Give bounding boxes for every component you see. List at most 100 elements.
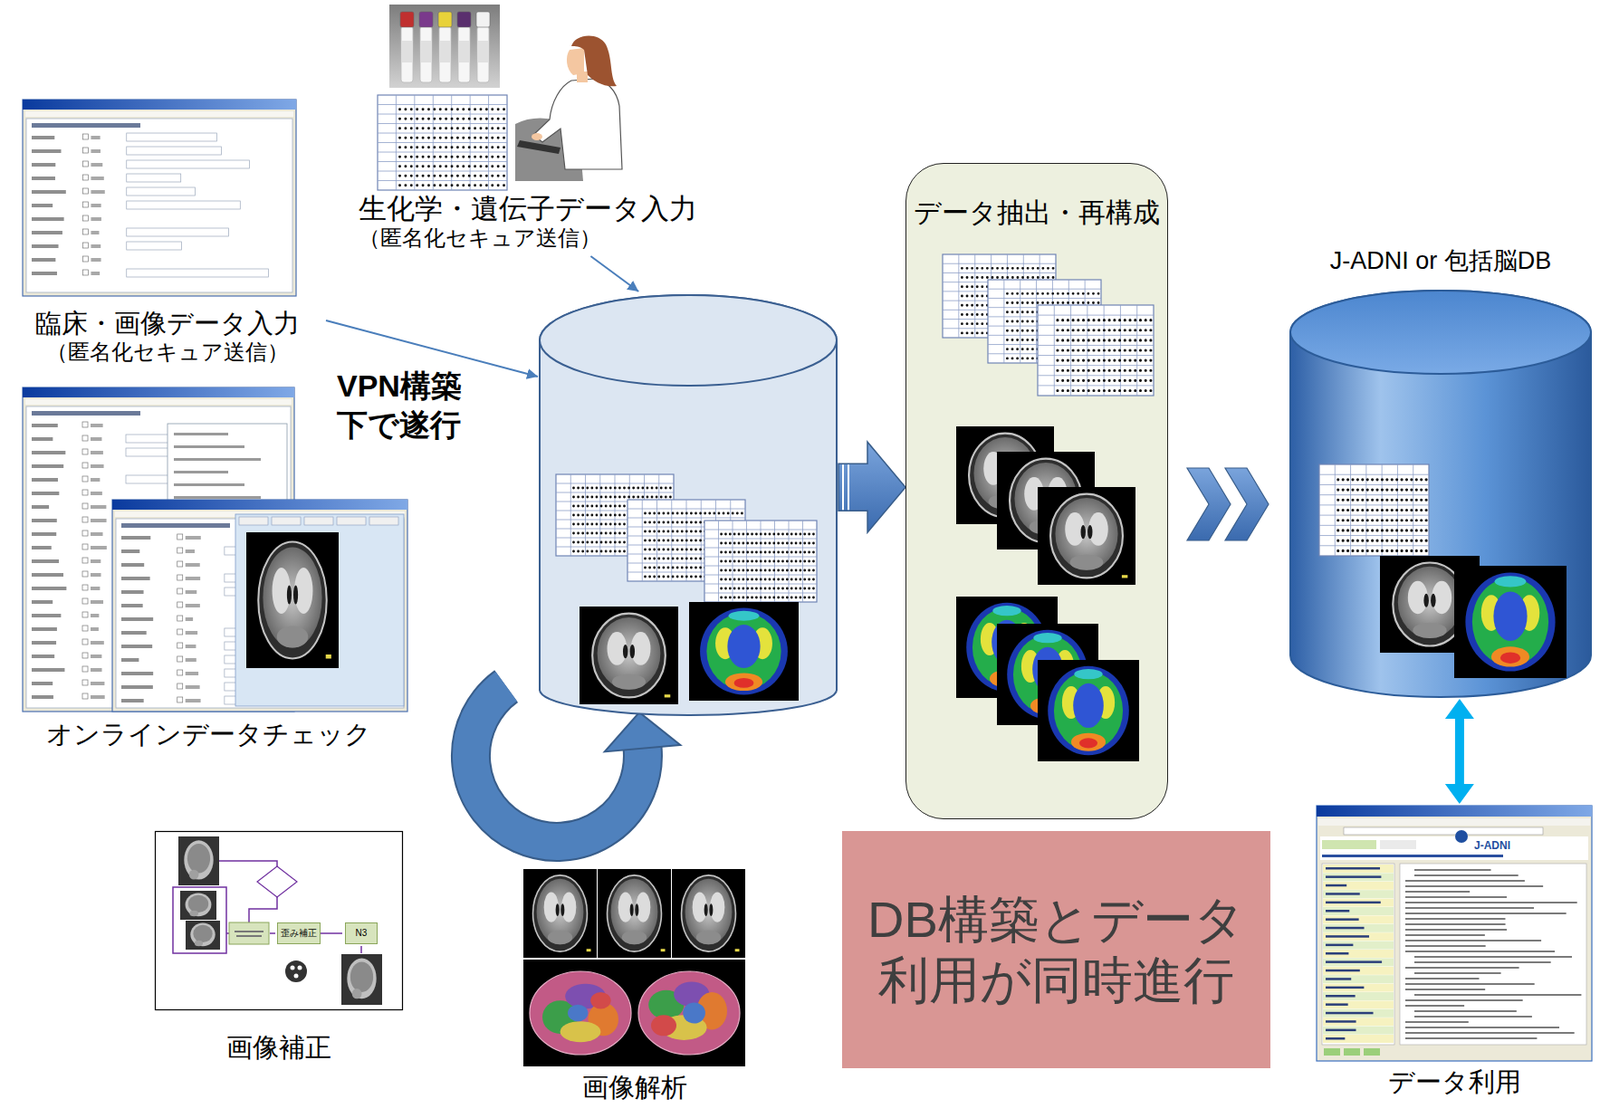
mri-image [671,869,746,959]
pet-image [1071,733,1106,752]
data-table [1319,494,1429,496]
tube-photo [439,26,451,83]
tube-photo [457,11,471,28]
pet-image [1079,737,1098,748]
screenshot-window [1322,1026,1394,1035]
screenshot-window [126,173,182,183]
node-label: 画像補正 [154,1032,403,1064]
screenshot-window [90,271,100,276]
screenshot-window [1322,949,1394,959]
screenshot-window [22,99,297,297]
data-table [704,538,817,540]
screenshot-window [31,641,57,645]
data-table [1319,464,1429,556]
data-table [1037,305,1154,396]
data-table [1006,292,1099,296]
head-scan [341,954,383,1006]
screenshot-window [1322,1034,1394,1044]
screenshot-window [1343,1048,1361,1056]
data-table [400,145,505,149]
node-label: 臨床・画像データ入力 [9,307,326,340]
screenshot-window [1325,944,1353,948]
pet-image [992,605,1021,616]
screenshot-window [82,134,88,140]
tube-photo [402,40,412,63]
mri-image [1054,498,1118,571]
mri-image [612,674,646,690]
screenshot-window [1322,907,1394,916]
screenshot-window [177,656,183,662]
screenshot-window [82,435,88,441]
screenshot-window [177,642,183,649]
data-table [1319,464,1429,556]
mri-image [1398,566,1462,639]
screenshot-window [82,584,88,591]
screenshot-window [126,146,222,155]
mri-image [661,948,666,952]
mri-image [1050,494,1123,579]
data-table [721,587,815,591]
screenshot-window [1414,874,1519,877]
screenshot-window [31,437,53,441]
chevron-arrow [1225,468,1269,541]
check-screenshot-art [173,445,245,449]
screenshot-window [1322,941,1394,950]
screenshot-window [82,598,88,604]
screenshot-window [1325,935,1370,939]
node-label: オンラインデータチェック [9,718,408,751]
data-table [400,107,505,111]
correction-panel-art [236,935,262,938]
data-table [1003,279,1005,364]
screenshot-window [31,573,64,577]
note-box-art [842,831,1271,1069]
data-table [732,520,734,603]
screenshot-window [1325,892,1361,896]
tube-photo [421,40,432,63]
cortex-render [560,1021,602,1043]
correction-panel-art [172,887,227,954]
data-table [1338,539,1428,543]
data-table [1319,504,1429,506]
head-scan [187,843,211,873]
screenshot-window [31,546,52,550]
head-scan [180,891,217,920]
data-table [377,171,508,173]
screenshot-window [126,268,269,278]
data-table [584,474,586,556]
text-area: 生化学・遺伝子データ入力（匿名化セキュア送信） [354,191,736,252]
mri-image [735,948,740,952]
screenshot-window [90,627,99,632]
screenshot-window [90,162,103,167]
data-table [1338,498,1428,502]
data-table [1037,364,1154,366]
correction-panel-art [154,831,403,1069]
screenshot-window [121,576,151,581]
screenshot-window [82,612,88,618]
screenshot-window [1322,967,1394,976]
screenshot-window [90,258,101,262]
tube-photo [478,40,489,63]
correction-panel-art [297,966,303,971]
screenshot-window [1405,977,1479,980]
screenshot-window [1322,899,1394,908]
check-screenshot-art [173,483,245,487]
pet-image [1494,575,1527,587]
head-scan [350,961,374,993]
data-table [377,180,508,182]
cortex-render [529,971,632,1055]
screenshot-window [121,523,230,528]
check-screenshot-art [173,470,229,474]
head-scan [185,920,221,950]
text-area: オンラインデータチェック [9,718,408,751]
cortex-render [651,1015,677,1036]
mri-image [597,869,671,959]
data-table [400,136,505,140]
mri-image [262,547,322,649]
screenshot-window [177,670,183,676]
database-cylinder-art [539,295,837,386]
screenshot-window [177,588,183,595]
pet-image [689,602,799,701]
screenshot-window [1405,1032,1575,1035]
screenshot-window [31,135,55,140]
